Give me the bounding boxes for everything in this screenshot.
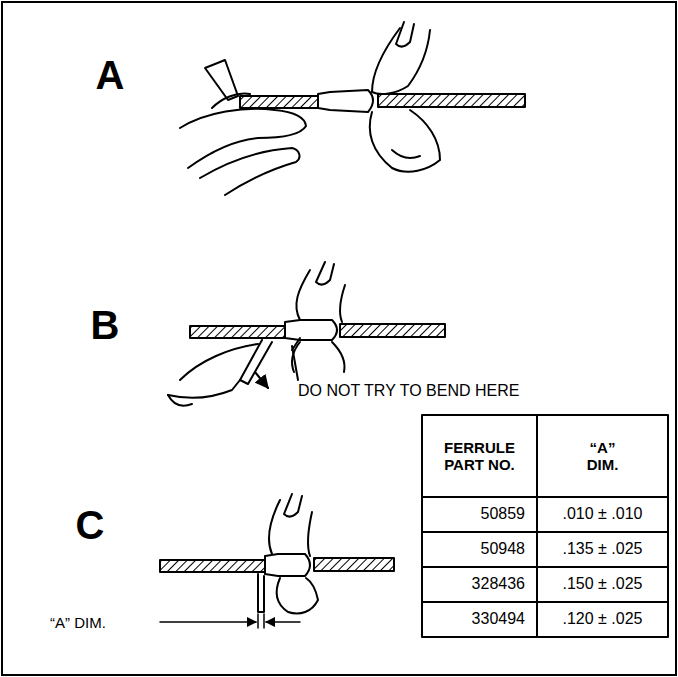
figure-a <box>180 22 525 195</box>
table-cell: .135 ± .025 <box>539 533 666 566</box>
table-cell: .120 ± .025 <box>539 603 666 636</box>
figure-c <box>160 494 394 628</box>
figure-letter: B <box>80 300 130 350</box>
table-cell: 50859 <box>424 498 535 531</box>
table-cell: 50948 <box>424 533 535 566</box>
leader-line <box>292 346 298 380</box>
figure-letter: A <box>85 50 135 100</box>
dimension-label: “A” DIM. <box>50 612 158 634</box>
dimension-table <box>422 415 668 637</box>
table-cell: 328436 <box>424 568 535 601</box>
table-cell: 330494 <box>424 603 535 636</box>
warning-note: DO NOT TRY TO BEND HERE <box>298 380 558 402</box>
table-cell: .010 ± .010 <box>539 498 666 531</box>
table-cell: .150 ± .025 <box>539 568 666 601</box>
table-header: FERRULE PART NO. <box>424 417 535 495</box>
figure-letter: C <box>65 500 115 550</box>
table-header: “A” DIM. <box>539 417 666 495</box>
